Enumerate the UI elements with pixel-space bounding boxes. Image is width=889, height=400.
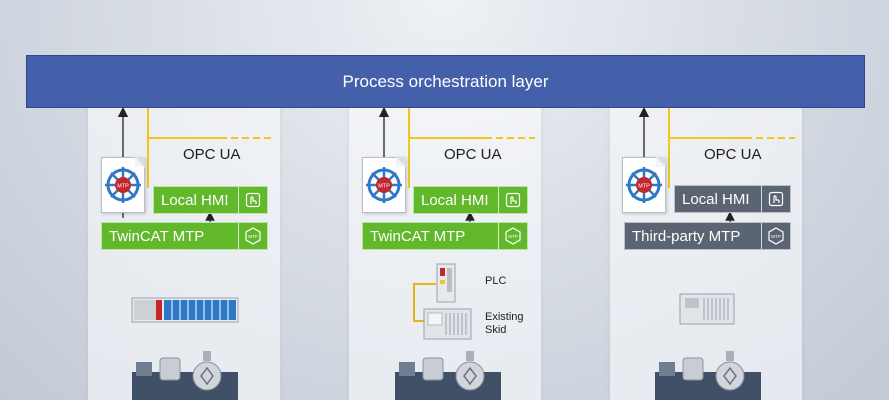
local-hmi-box-1: Local HMI	[153, 186, 268, 214]
touch-hand-icon	[498, 187, 527, 213]
local-hmi-box-2: Local HMI	[413, 186, 528, 214]
mtp-document-icon-1: MTP	[101, 157, 145, 213]
mtp-shield-icon: MTP	[238, 223, 267, 249]
opc-ua-label-3: OPC UA	[704, 146, 762, 163]
skid-controller-icon	[423, 308, 472, 340]
plc-connector	[413, 283, 436, 322]
mtp-shield-icon: MTP	[498, 223, 527, 249]
touch-hand-icon	[761, 186, 790, 212]
mtp-document-icon-2: MTP	[362, 157, 406, 213]
touch-hand-icon	[238, 187, 267, 213]
io-terminal-icon	[131, 297, 239, 323]
third-party-controller-icon	[679, 293, 735, 325]
plc-icon	[436, 263, 456, 303]
skid-machine-icon-1	[132, 351, 238, 400]
mtp-document-icon-3: MTP	[622, 157, 666, 213]
local-hmi-label-1: Local HMI	[161, 191, 229, 209]
process-orchestration-layer: Process orchestration layer	[26, 55, 865, 108]
twincat-mtp-box-2: TwinCAT MTP MTP	[362, 222, 528, 250]
existing-skid-label: Existing Skid	[485, 311, 524, 336]
local-hmi-label-3: Local HMI	[682, 190, 750, 208]
twincat-mtp-box-1: TwinCAT MTP MTP	[101, 222, 268, 250]
local-hmi-box-3: Local HMI	[674, 185, 791, 213]
skid-machine-icon-3	[655, 351, 761, 400]
plc-label: PLC	[485, 275, 507, 287]
third-party-mtp-box: Third-party MTP MTP	[624, 222, 791, 250]
mtp-shield-text: MTP	[508, 234, 518, 239]
twincat-mtp-label-2: TwinCAT MTP	[370, 227, 466, 245]
skid-machine-icon-2	[395, 351, 501, 400]
twincat-mtp-label-1: TwinCAT MTP	[109, 227, 205, 245]
mtp-seal-text: MTP	[378, 184, 390, 190]
mtp-shield-text: MTP	[771, 234, 781, 239]
mtp-shield-icon: MTP	[761, 223, 790, 249]
mtp-seal-text: MTP	[638, 184, 650, 190]
local-hmi-label-2: Local HMI	[421, 191, 489, 209]
opc-ua-label-2: OPC UA	[444, 146, 502, 163]
opc-ua-label-1: OPC UA	[183, 146, 241, 163]
mtp-seal-text: MTP	[117, 184, 129, 190]
third-party-mtp-label: Third-party MTP	[632, 227, 741, 245]
mtp-shield-text: MTP	[248, 234, 258, 239]
